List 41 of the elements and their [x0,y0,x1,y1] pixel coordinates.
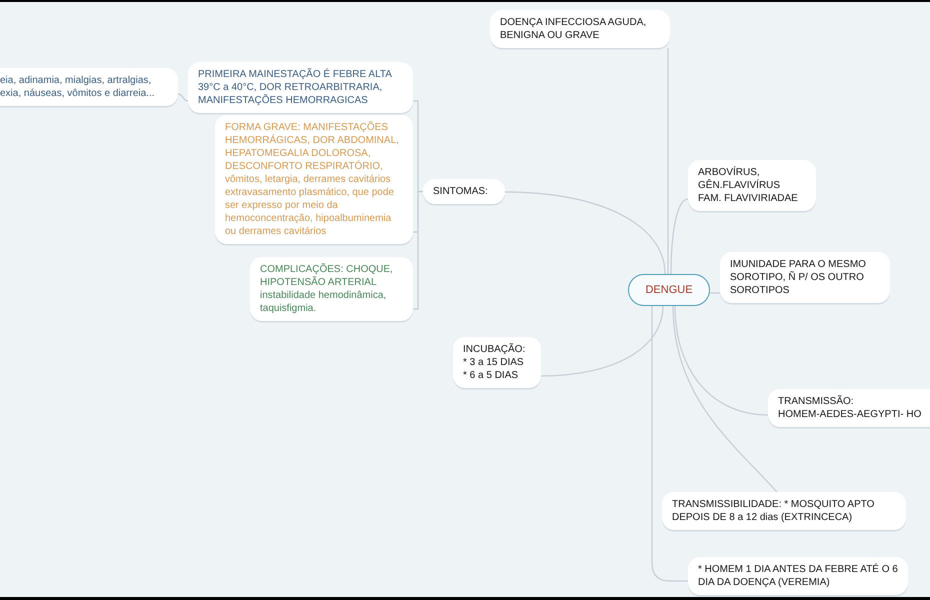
topic-box [490,10,670,48]
topic-text: HOMEM-AEDES-AEGYPTI- HO [778,408,922,421]
topic-text: SINTOMAS: [433,185,488,198]
connector-line [504,191,666,274]
topic-box [688,557,908,595]
central-topic [628,274,710,306]
connector-line [710,292,720,294]
topic-text: INCUBAÇÃO: [463,343,526,356]
topic-text: PRIMEIRA MAINESTAÇÃO É FEBRE ALTA 39°C a 40°C, DOR RETROARBITRARIA, MANIFESTAÇÕES HEMORRAGICAS [198,68,393,107]
topic-text: eia, adinamia, mialgias, artralgias, exia, náuseas, vômitos e diarreia... [0,74,156,100]
connector-line [670,198,688,274]
connector-line [540,306,664,377]
topic-text: COMPLICAÇÕES: CHOQUE, HIPOTENSÃO ARTERIAL instabilidade hemodinâmica, taquisfigmia. [260,263,394,315]
connector-line [651,306,688,582]
topic-box [215,115,413,244]
topic-text: * 3 a 15 DIAS [463,356,524,369]
connector-line [674,306,768,416]
connector-line [672,306,778,492]
topic-box [768,389,930,427]
connector-line [178,93,188,102]
topic-text: * 6 a 5 DIAS [463,369,518,382]
topic-text: GÊN.FLAVIVÍRUS [698,179,780,192]
topic-text: TRANSMISSIBILIDADE: * MOSQUITO APTO DEPOIS DE 8 a 12 dias (EXTRINCECA) [672,498,876,524]
topic-text: * HOMEM 1 DIA ANTES DA FEBRE ATÉ O 6 DIA DA DOENÇA (VEREMIA) [698,563,898,589]
topic-text: FORMA GRAVE: MANIFESTAÇÕES HEMORRÁGICAS, DOR ABDOMINAL, HEPATOMEGALIA DOLOROSA, DESCONFORTO RESPIRATÓRIO, vômitos, letargia, derrames cavitários extravasamento plasmático, que pode ser expresso por meio da hemoconcentração, hipoalbuminemia ou derrames cavitários [225,121,400,238]
topic-box [0,68,178,106]
topic-text: DENGUE [645,282,693,298]
topic-box [453,337,541,388]
topic-box [720,252,890,303]
connector-line [413,190,423,310]
topic-box [688,160,816,211]
topic-text: ARBOVÍRUS, [698,166,760,179]
topic-text: DOENÇA INFECCIOSA AGUDA, BENIGNA OU GRAVE [500,16,648,42]
topic-box [188,62,413,113]
connector-line [667,48,669,274]
topic-text: FAM. FLAVIVIRIADAE [698,192,798,205]
topic-box [250,257,413,321]
topic-box [662,492,906,530]
topic-box [423,179,505,204]
topic-text: IMUNIDADE PARA O MESMO SOROTIPO, Ñ P/ OS OUTRO SOROTIPOS [730,258,867,297]
topic-text: TRANSMISSÃO: [778,395,854,408]
